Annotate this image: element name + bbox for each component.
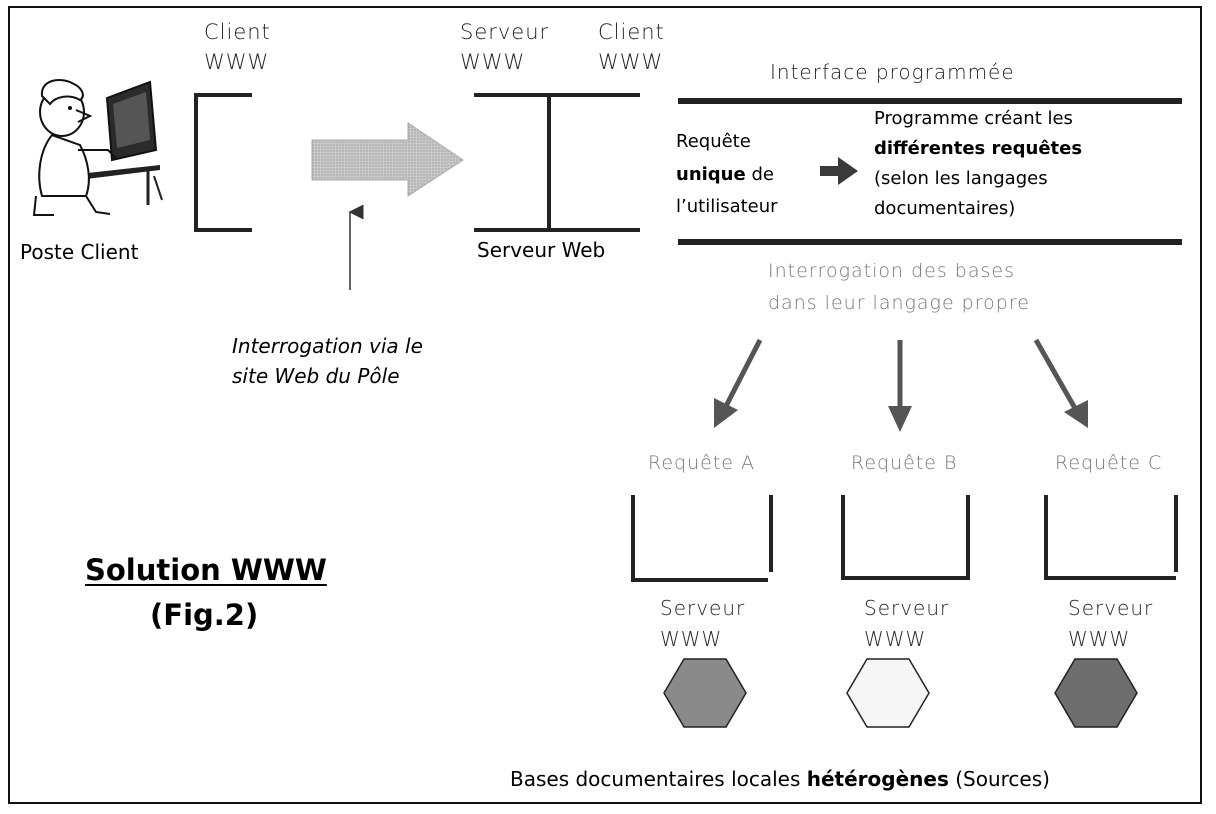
source-c-server-2: WWW bbox=[1068, 627, 1131, 651]
solution-figure: (Fig.2) bbox=[150, 598, 259, 632]
program-line-2: différentes requêtes bbox=[874, 138, 1083, 159]
program-line-3: (selon les langages bbox=[874, 168, 1048, 189]
diagram-frame bbox=[8, 6, 1202, 804]
bases-note-line-2: dans leur langage propre bbox=[768, 292, 1030, 314]
request-arrow bbox=[820, 157, 858, 185]
serveur-web-label: Serveur Web bbox=[477, 238, 606, 262]
interrogation-note-line-2: site Web du Pôle bbox=[232, 364, 400, 388]
client-to-server-arrow bbox=[311, 122, 464, 197]
source-a-server-2: WWW bbox=[660, 627, 723, 651]
poste-client-label: Poste Client bbox=[20, 240, 139, 264]
request-line-1: Requête bbox=[676, 131, 751, 152]
interrogation-note-line-1: Interrogation via le bbox=[232, 334, 423, 358]
client-bracket bbox=[194, 93, 252, 232]
footer-prefix: Bases documentaires locales bbox=[510, 767, 807, 791]
request-a-label: Requête A bbox=[648, 452, 756, 474]
source-a-server-1: Serveur bbox=[660, 596, 746, 620]
server-client-label-1: Client bbox=[598, 20, 665, 44]
server-label-2: WWW bbox=[460, 50, 526, 74]
client-label-2: WWW bbox=[204, 50, 270, 74]
footer-suffix: (Sources) bbox=[948, 767, 1050, 791]
solution-title: Solution WWW bbox=[85, 553, 327, 587]
source-bracket-b bbox=[841, 495, 970, 580]
footer-caption: Bases documentaires locales hétérogènes … bbox=[510, 767, 1050, 791]
request-line-2-rest: de bbox=[745, 164, 774, 185]
source-hexagon-b bbox=[846, 658, 930, 728]
request-unique-word: unique bbox=[676, 164, 746, 185]
interface-header: Interface programmée bbox=[770, 60, 1015, 84]
request-b-label: Requête B bbox=[851, 452, 958, 474]
server-client-label-2: WWW bbox=[598, 50, 664, 74]
source-c-server-1: Serveur bbox=[1068, 596, 1154, 620]
bases-arrows bbox=[714, 338, 1088, 432]
source-hexagon-c bbox=[1054, 658, 1138, 728]
footer-bold: hétérogènes bbox=[806, 767, 949, 791]
source-hexagon-a bbox=[663, 658, 747, 728]
source-bracket-c bbox=[1044, 495, 1176, 580]
source-b-server-1: Serveur bbox=[864, 596, 950, 620]
server-label-1: Serveur bbox=[460, 20, 550, 44]
client-label-1: Client bbox=[204, 20, 271, 44]
source-bracket-a bbox=[631, 495, 768, 582]
program-line-4: documentaires) bbox=[874, 198, 1016, 219]
bases-note-line-1: Interrogation des bases bbox=[768, 260, 1015, 282]
request-line-2: unique de bbox=[676, 164, 774, 186]
request-line-3: l’utilisateur bbox=[676, 196, 778, 217]
web-server-ibeam bbox=[474, 93, 640, 232]
user-computer-icon bbox=[32, 79, 163, 216]
source-b-server-2: WWW bbox=[864, 627, 927, 651]
program-line-1: Programme créant les bbox=[874, 108, 1073, 129]
request-c-label: Requête C bbox=[1055, 452, 1163, 474]
